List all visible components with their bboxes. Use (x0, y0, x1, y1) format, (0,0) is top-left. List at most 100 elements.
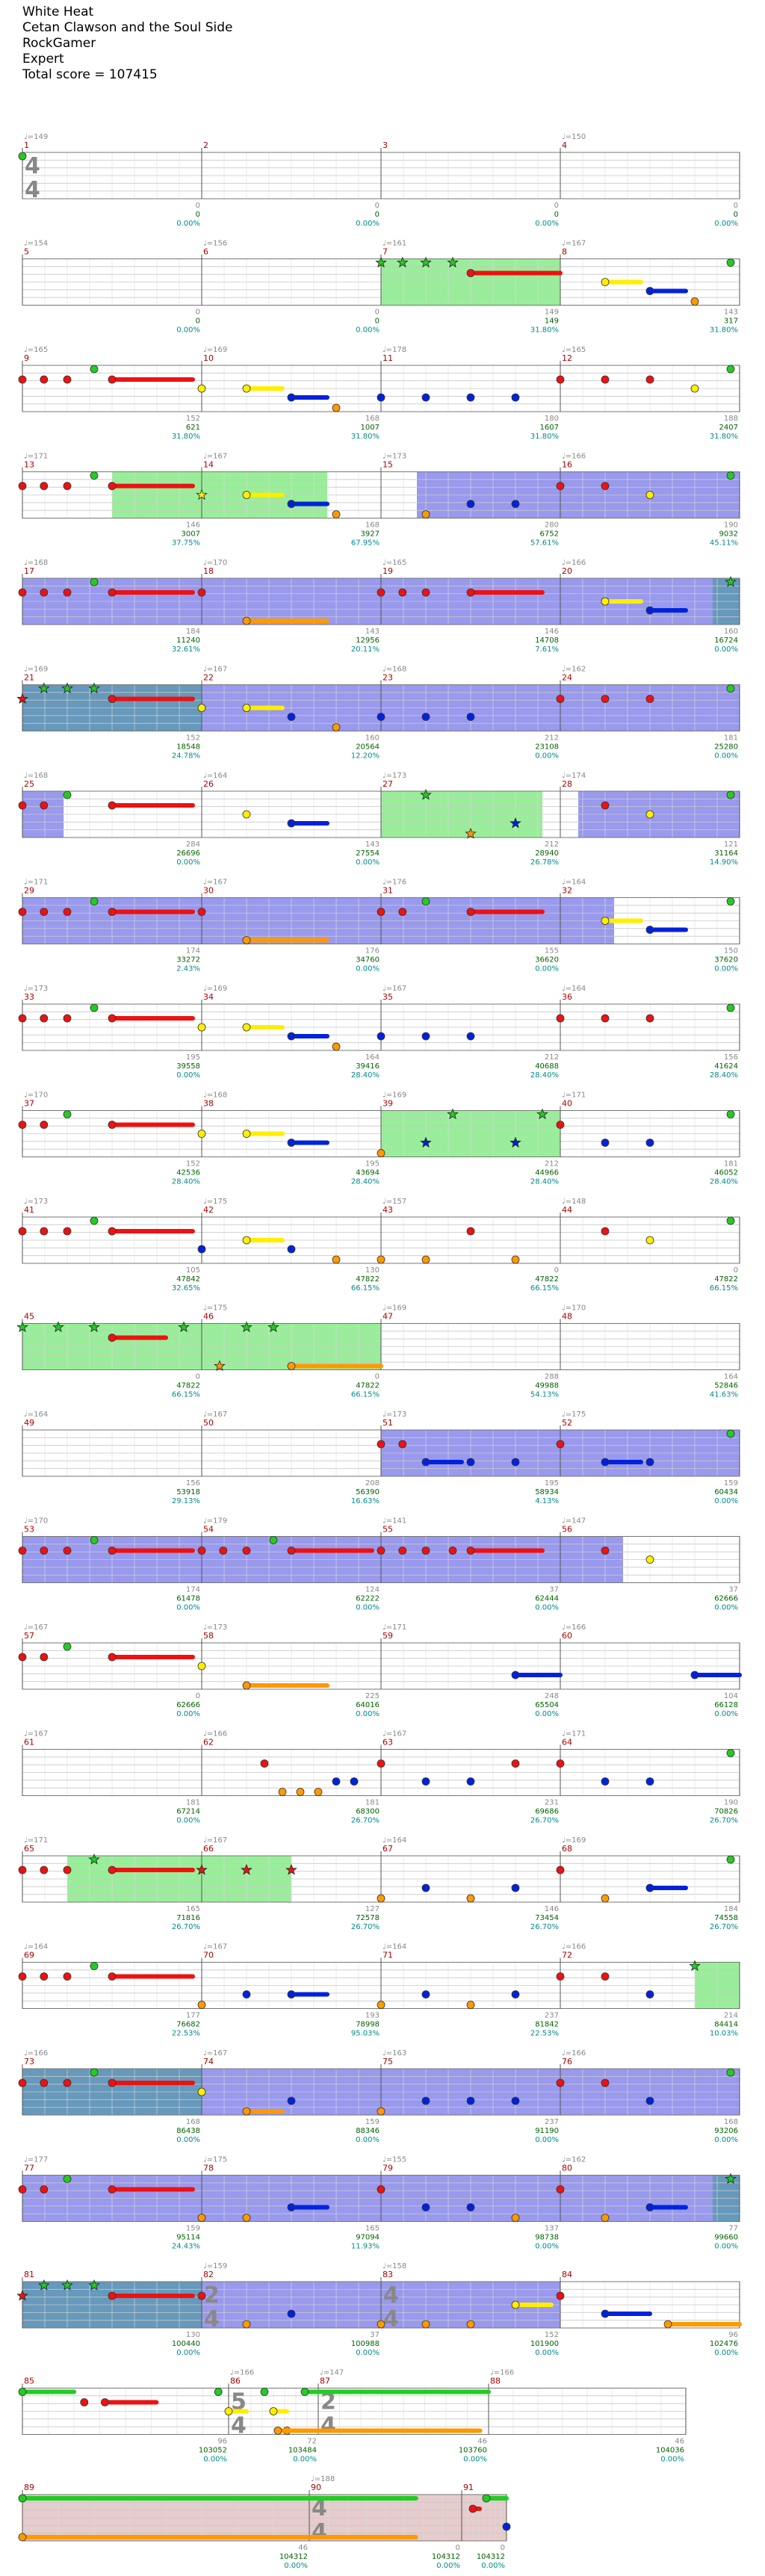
measure-number: 76 (562, 2057, 572, 2066)
red-note (40, 1121, 49, 1129)
sp-percent: 32.61% (172, 645, 200, 654)
red-note (601, 2078, 610, 2087)
running-total: 47822 (535, 1275, 559, 1284)
red-note (377, 908, 385, 916)
red-star-note (196, 1863, 208, 1875)
measure-score: 212 (545, 840, 559, 849)
red-note (466, 588, 475, 597)
green-note (421, 897, 430, 905)
sp-percent: 0.00% (356, 858, 380, 867)
staff-row: 89461043120.00%90♩=18801043120.00%449101… (18, 2475, 511, 2570)
measure-number: 2 (203, 140, 208, 150)
bpm-label: ♩=167 (562, 240, 586, 248)
bpm-label: ♩=171 (24, 453, 48, 461)
running-total: 104036 (656, 2447, 684, 2455)
bpm-label: ♩=166 (24, 2049, 48, 2058)
red-note (40, 2185, 49, 2193)
sp-percent: 0.00% (356, 1710, 380, 1718)
green-note (18, 2388, 27, 2396)
measure-score: 96 (728, 2331, 738, 2339)
measure-score: 280 (545, 521, 559, 530)
yellow-note (242, 1130, 251, 1138)
sp-percent: 0.00% (176, 2349, 200, 2357)
measure-number: 80 (562, 2164, 572, 2173)
bpm-label: ♩=175 (203, 1198, 227, 1206)
running-total: 621 (186, 424, 200, 432)
measure-score: 237 (545, 2118, 559, 2126)
staff-row: 37♩=1701524253628.40%38♩=1681954369428.4… (18, 1092, 740, 1186)
running-total: 0 (554, 211, 559, 219)
blue-note (466, 1777, 475, 1786)
measure-number: 78 (203, 2164, 214, 2173)
orange-note (377, 1894, 385, 1903)
sp-percent: 0.00% (535, 1710, 559, 1718)
red-note (219, 1546, 228, 1555)
sp-percent: 26.70% (351, 1817, 380, 1825)
red-note (18, 1014, 27, 1023)
red-note (18, 2185, 27, 2193)
red-note (556, 2078, 565, 2087)
measure-score: 184 (186, 628, 200, 636)
measure-number: 49 (24, 1418, 34, 1428)
measure-number: 89 (24, 2483, 34, 2492)
green-star-note (725, 2173, 737, 2185)
yellow-note (645, 491, 654, 499)
blue-note (645, 1139, 654, 1147)
measure-score: 0 (456, 2544, 460, 2552)
bpm-label: ♩=170 (562, 1304, 586, 1313)
measure-score: 155 (545, 947, 559, 956)
sp-percent: 0.00% (535, 220, 559, 228)
running-total: 76682 (176, 2021, 200, 2029)
red-note (63, 482, 72, 490)
bpm-label: ♩=167 (203, 1411, 227, 1419)
yellow-note (690, 384, 699, 393)
measure-number: 60 (562, 1631, 572, 1641)
measure-score: 46 (298, 2544, 308, 2552)
time-sig-bottom: 4 (312, 2519, 327, 2545)
yellow-note (197, 1130, 206, 1138)
yellow-note (197, 2087, 206, 2096)
measure-score: 181 (186, 1799, 200, 1807)
red-note (448, 1546, 457, 1555)
orange-note (601, 1894, 610, 1903)
sp-percent: 14.90% (710, 858, 738, 867)
blue-note (350, 1777, 359, 1786)
red-note (645, 695, 654, 703)
green-star-note (88, 1853, 100, 1865)
bpm-label: ♩=164 (562, 985, 586, 993)
blue-note (511, 1458, 520, 1467)
red-note (63, 1014, 72, 1023)
sp-percent: 28.40% (530, 1178, 559, 1186)
sp-percent: 28.40% (172, 1178, 200, 1186)
running-total: 49988 (535, 1382, 559, 1390)
bpm-label: ♩=170 (24, 1517, 48, 1526)
blue-note (690, 1671, 699, 1679)
bpm-label: ♩=166 (562, 453, 586, 461)
measure-number: 40 (562, 1099, 572, 1109)
orange-note (296, 1788, 305, 1796)
running-total: 41624 (714, 1062, 738, 1071)
red-note (466, 1227, 475, 1236)
green-star-note (447, 256, 459, 268)
song-source: RockGamer (22, 36, 96, 51)
orange-note (377, 2107, 385, 2116)
measure-score: 152 (186, 1160, 200, 1168)
measure-number: 87 (320, 2377, 330, 2386)
measure-number: 25 (24, 779, 34, 789)
red-note (63, 1546, 72, 1555)
sp-percent: 0.00% (714, 965, 738, 973)
running-total: 104312 (477, 2553, 505, 2561)
yellow-note (242, 491, 251, 499)
measure-score: 156 (724, 1053, 738, 1062)
measure-score: 72 (307, 2438, 317, 2446)
running-total: 67214 (176, 1808, 200, 1816)
running-total: 103484 (288, 2447, 317, 2455)
running-total: 1007 (361, 424, 380, 432)
bpm-label: ♩=147 (562, 1517, 586, 1526)
blue-note (466, 713, 475, 721)
blue-note (645, 926, 654, 934)
time-sig-top: 4 (383, 2282, 399, 2309)
red-note (197, 2291, 206, 2300)
red-note (260, 1759, 269, 1768)
blue-note (511, 500, 520, 508)
